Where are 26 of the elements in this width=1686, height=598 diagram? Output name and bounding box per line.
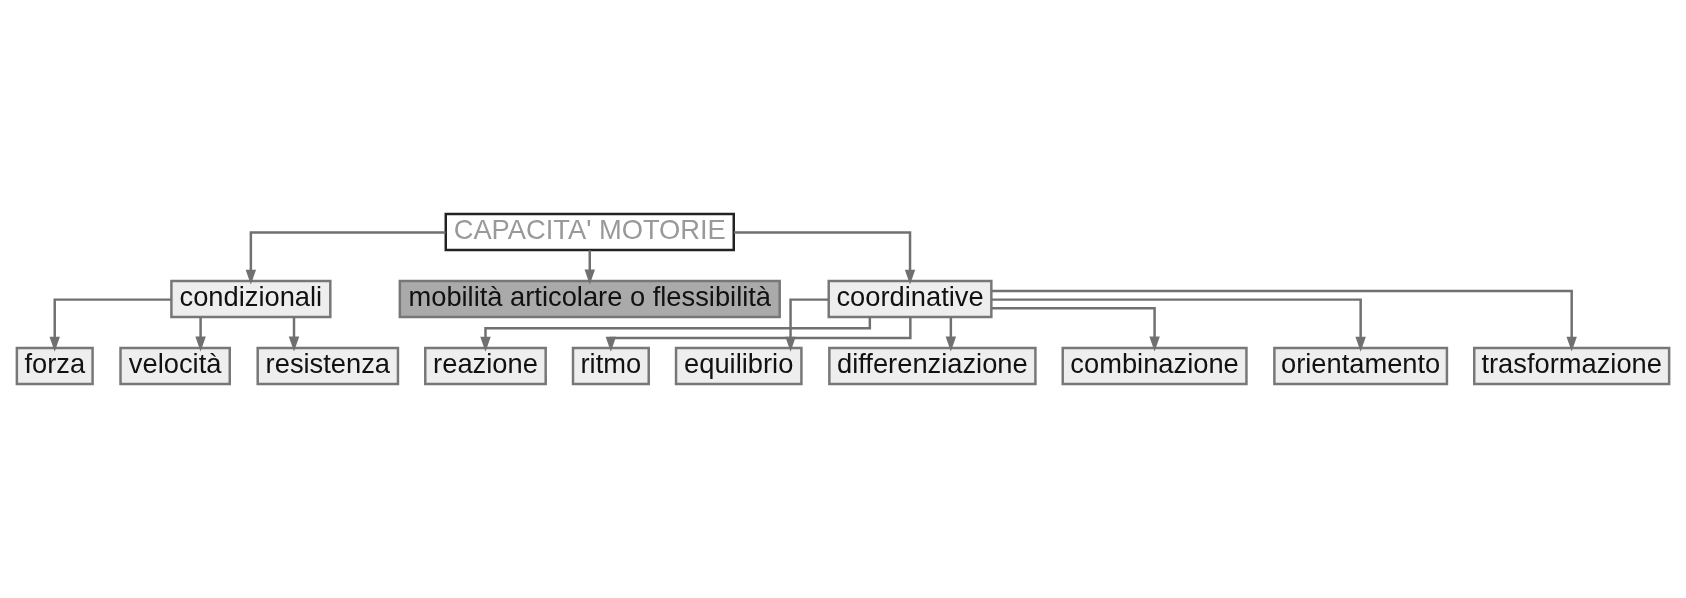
arrow [49,298,172,352]
node-box: condizionali [170,279,332,319]
node-box: trasformazione [1473,346,1671,386]
arrow [584,250,595,285]
node-box: reazione [424,346,547,386]
node-box: forza [15,346,94,386]
arrow [991,289,1577,352]
node-box: orientamento [1273,346,1449,386]
arrow [480,317,872,352]
arrow [945,317,957,352]
arrow [288,317,300,352]
node-box: coordinative [827,279,993,319]
node-box: CAPACITA' MOTORIE [444,212,735,252]
node-box: mobilità articolare o flessibilità [398,279,781,319]
arrow [991,307,1160,352]
node-box: differenziazione [828,346,1037,386]
node-box: ritmo [571,346,650,386]
arrow [195,317,206,352]
arrow [245,231,446,285]
node-box: combinazione [1061,346,1248,386]
node-box: resistenza [256,346,400,386]
node-box: velocità [119,346,231,386]
arrow [991,298,1366,352]
node-box: equilibrio [674,346,803,386]
arrow [785,298,829,352]
arrow [733,231,916,285]
